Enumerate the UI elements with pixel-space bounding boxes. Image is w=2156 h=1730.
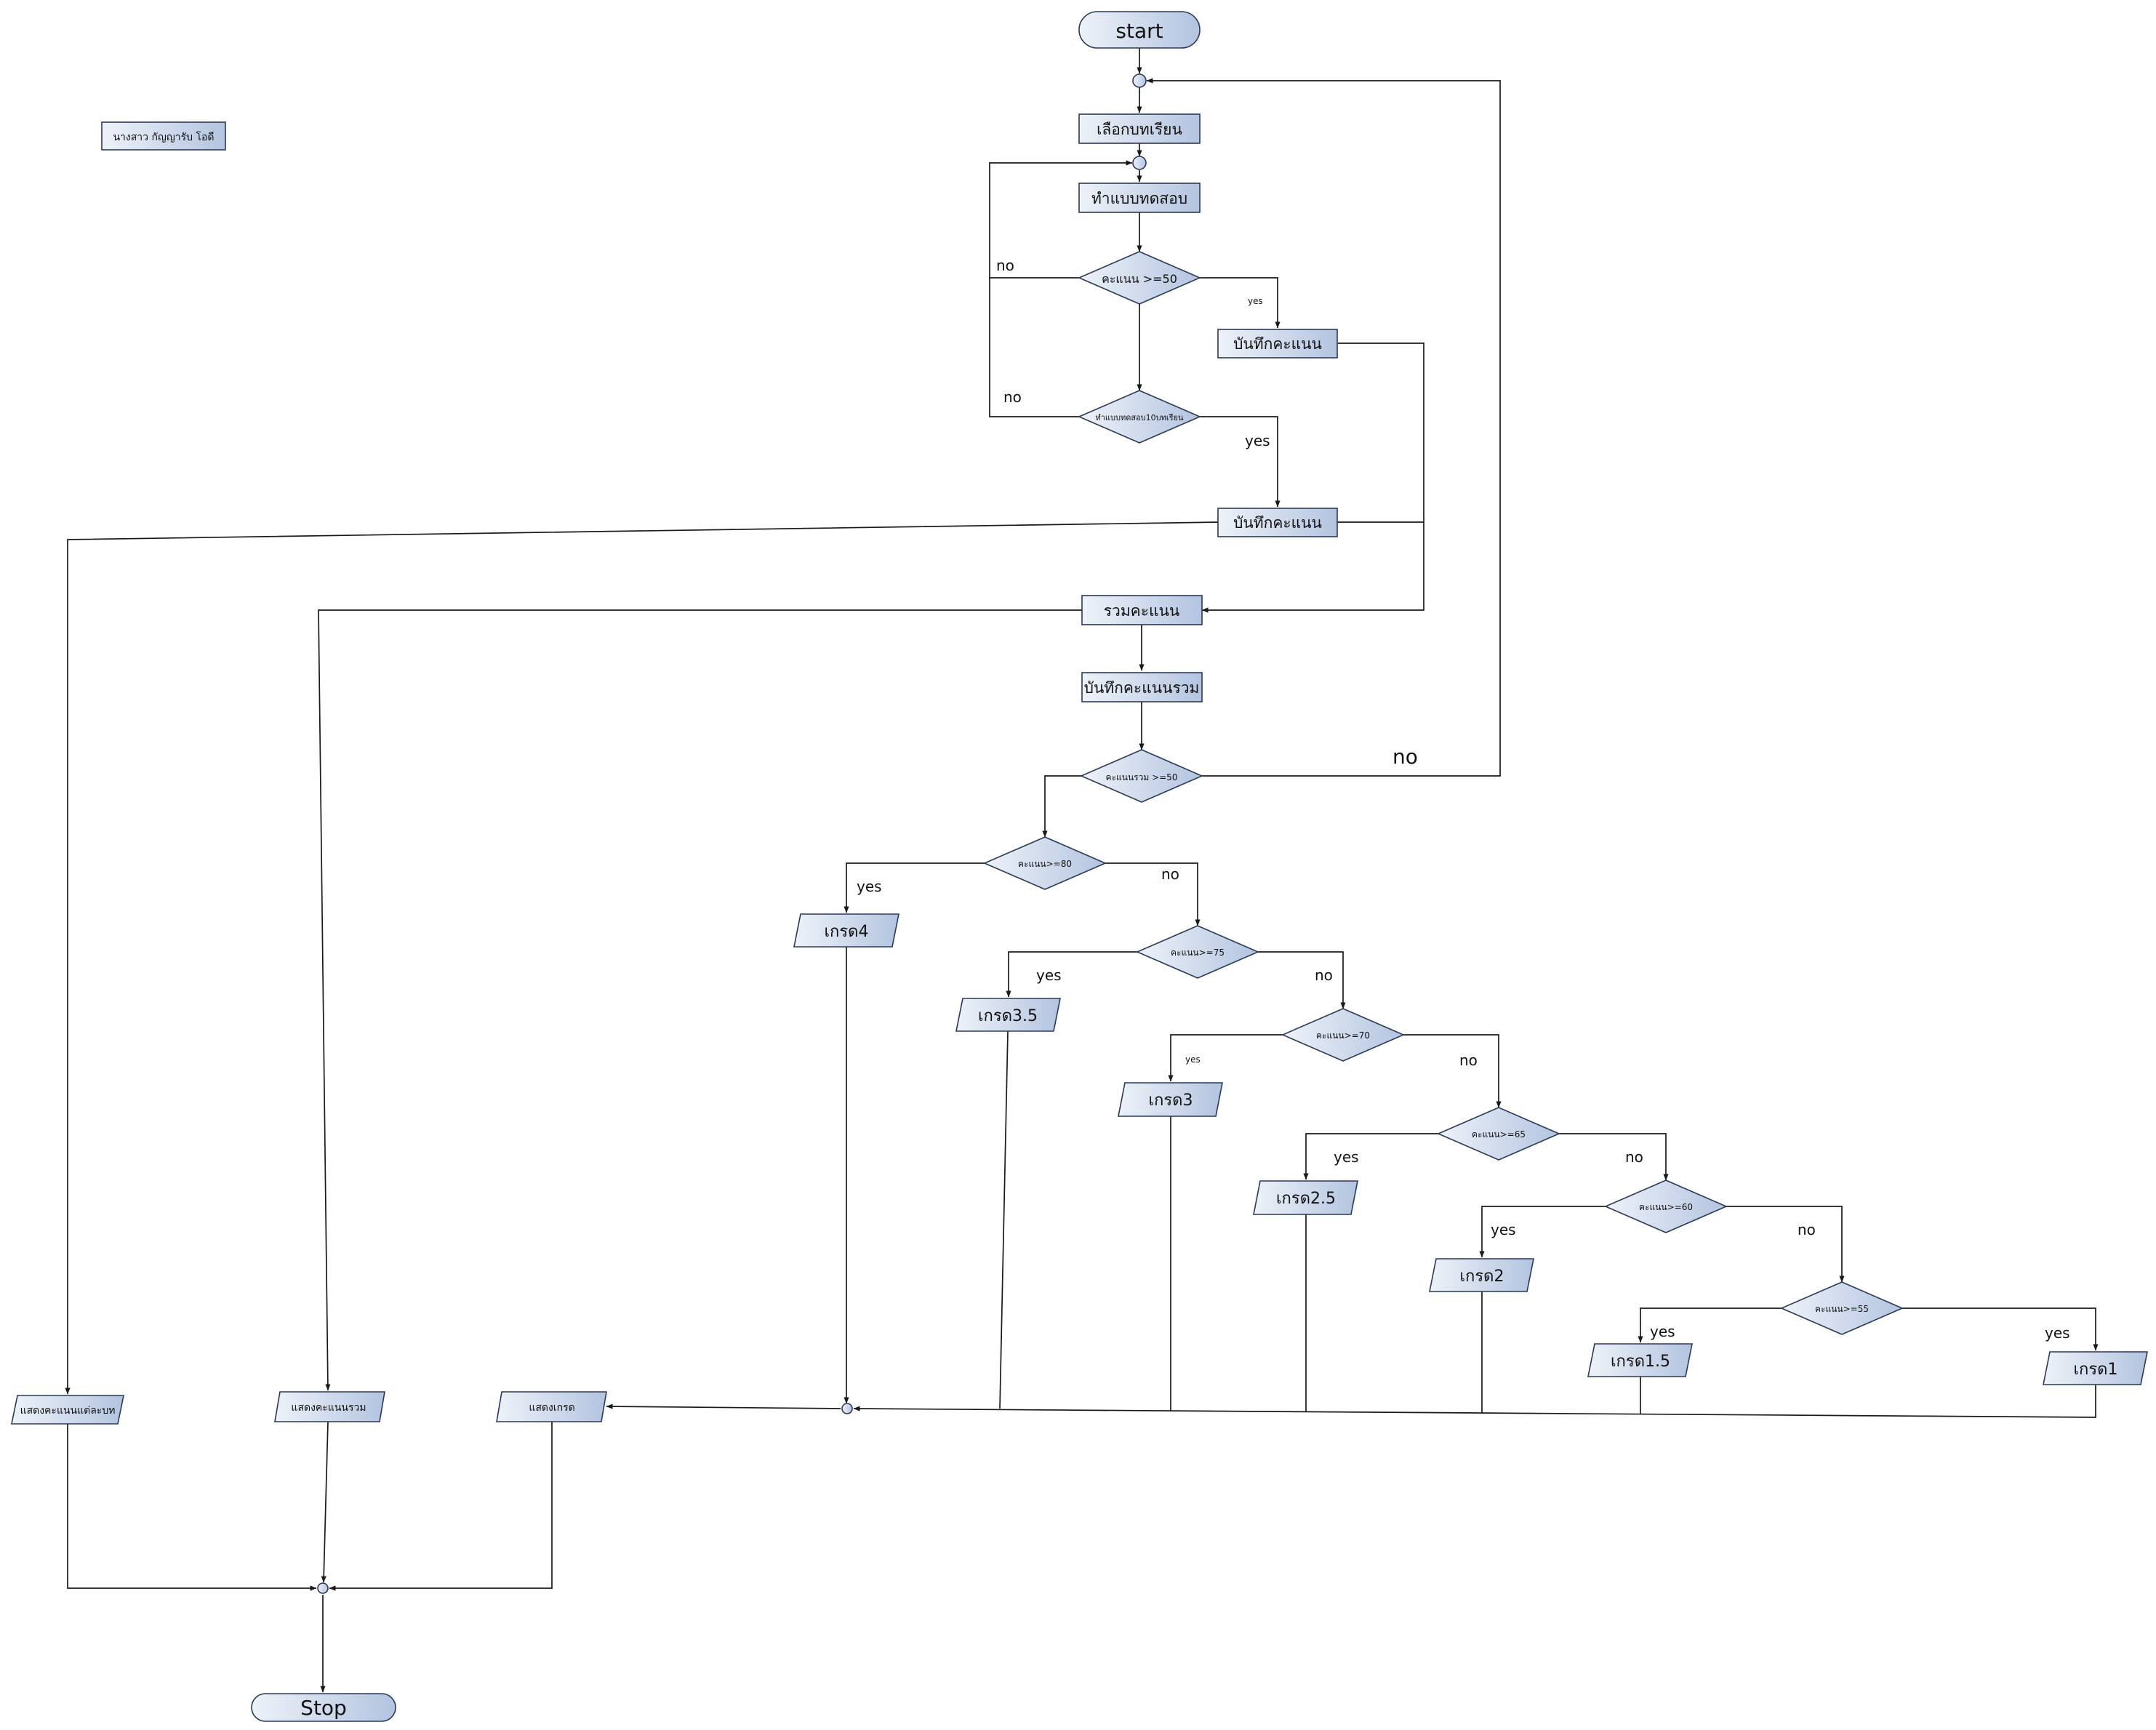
save-score-label: บันทึกคะแนน — [1233, 335, 1322, 353]
stop-label: Stop — [300, 1696, 347, 1720]
edge-label-yes: yes — [1248, 296, 1263, 306]
process-sum-score: รวมคะแนน — [1081, 595, 1203, 625]
decision-score-ge-80: คะแนน>=80 — [982, 836, 1107, 890]
output-grade-4: เกรด4 — [793, 913, 899, 948]
choose-lesson-label: เลือกบทเรียน — [1097, 121, 1182, 138]
output-grade-3-5: เกรด3.5 — [955, 998, 1061, 1032]
do-test-label: ทำแบบทดสอบ — [1091, 190, 1187, 207]
score-ge-70-label: คะแนน>=70 — [1316, 1030, 1370, 1041]
output-grade-1: เกรด1 — [2043, 1351, 2148, 1385]
output-grade-1-5: เกรด1.5 — [1587, 1343, 1693, 1377]
edge-label-yes: yes — [1334, 1148, 1359, 1166]
author-note-text: นางสาว กัญญารับ โอดี — [113, 131, 214, 143]
decision-score-ge-65: คะแนน>=65 — [1436, 1107, 1561, 1161]
start-terminator: start — [1078, 11, 1201, 49]
junction-circle — [1132, 73, 1147, 88]
save-total-label: บันทึกคะแนนรวม — [1084, 679, 1200, 697]
edge-label-no: no — [1161, 865, 1179, 883]
process-do-test: ทำแบบทดสอบ — [1078, 183, 1201, 213]
edge-label-yes: yes — [1650, 1323, 1675, 1340]
edge-label-yes: yes — [857, 878, 882, 895]
score-ge-75-label: คะแนน>=75 — [1171, 948, 1225, 958]
grade-2-5-label: เกรด2.5 — [1276, 1190, 1336, 1208]
test-10-lessons-label: ทำแบบทดสอบ10บทเรียน — [1095, 413, 1184, 423]
start-label: start — [1115, 19, 1163, 43]
edge-label-no: no — [1459, 1052, 1478, 1069]
sum-score-label: รวมคะแนน — [1104, 602, 1180, 620]
grade-2-label: เกรด2 — [1460, 1268, 1504, 1286]
output-grade-2-5: เกรด2.5 — [1253, 1180, 1358, 1215]
edge-label-no: no — [1315, 966, 1333, 984]
grade-4-label: เกรด4 — [825, 923, 869, 941]
grade-3-label: เกรด3 — [1149, 1092, 1193, 1110]
score-ge-60-label: คะแนน>=60 — [1639, 1202, 1693, 1212]
edge-label-no: no — [1392, 745, 1418, 769]
edge-label-no: no — [1003, 388, 1022, 406]
grade-1-label: เกรด1 — [2074, 1361, 2118, 1379]
show-grade-label: แสดงเกรด — [529, 1402, 574, 1414]
stop-junction-circle — [317, 1582, 329, 1594]
process-save-score: บันทึกคะแนน — [1217, 329, 1338, 359]
edge-label-no: no — [1625, 1148, 1643, 1166]
output-grade-2: เกรด2 — [1429, 1258, 1534, 1292]
author-note-box: นางสาว กัญญารับ โอดี — [101, 121, 226, 151]
edge-label-yes: yes — [1491, 1221, 1516, 1238]
stop-terminator: Stop — [251, 1693, 396, 1722]
edge-label-no: no — [996, 257, 1014, 274]
decision-score-ge-75: คะแนน>=75 — [1135, 925, 1260, 979]
junction-circle — [1132, 156, 1147, 170]
output-show-total: แสดงคะแนนรวม — [274, 1391, 385, 1422]
output-grade-3: เกรด3 — [1118, 1082, 1223, 1117]
decision-score-ge-70: คะแนน>=70 — [1281, 1008, 1406, 1062]
edge-label-yes: yes — [1036, 966, 1062, 984]
edge-label-yes: yes — [1245, 432, 1270, 449]
edge-label-no: no — [1798, 1221, 1816, 1238]
merge-junction-circle — [841, 1403, 853, 1414]
show-each-lesson-label: แสดงคะแนนแต่ละบท — [20, 1405, 116, 1417]
grade-3-5-label: เกรด3.5 — [978, 1007, 1038, 1025]
decision-score-ge-50: คะแนน >=50 — [1077, 251, 1202, 305]
edge-label-yes: yes — [1185, 1054, 1201, 1065]
decision-score-ge-60: คะแนน>=60 — [1603, 1180, 1728, 1233]
score-ge-50-label: คะแนน >=50 — [1102, 272, 1177, 286]
output-show-each-lesson: แสดงคะแนนแต่ละบท — [11, 1395, 124, 1425]
process-choose-lesson: เลือกบทเรียน — [1078, 113, 1201, 144]
score-ge-80-label: คะแนน>=80 — [1018, 859, 1072, 869]
decision-score-ge-55: คะแนน>=55 — [1779, 1281, 1904, 1335]
grade-1-5-label: เกรด1.5 — [1611, 1353, 1670, 1371]
save-score-2-label: บันทึกคะแนน — [1233, 514, 1322, 532]
output-show-grade: แสดงเกรด — [496, 1391, 607, 1422]
connector-lines — [65, 48, 2099, 1693]
total-ge-50-label: คะแนนรวม >=50 — [1106, 772, 1178, 782]
score-ge-65-label: คะแนน>=65 — [1472, 1129, 1526, 1140]
decision-total-ge-50: คะแนนรวม >=50 — [1079, 749, 1204, 803]
edge-label-yes: yes — [2045, 1324, 2070, 1342]
show-total-label: แสดงคะแนนรวม — [291, 1402, 366, 1414]
process-save-total: บันทึกคะแนนรวม — [1081, 672, 1203, 702]
edge-labels: no yes no yes no yes no yes no yes no ye… — [857, 257, 2070, 1342]
decision-test-10-lessons: ทำแบบทดสอบ10บทเรียน — [1077, 390, 1202, 444]
process-save-score-2: บันทึกคะแนน — [1217, 508, 1338, 537]
score-ge-55-label: คะแนน>=55 — [1815, 1304, 1869, 1314]
